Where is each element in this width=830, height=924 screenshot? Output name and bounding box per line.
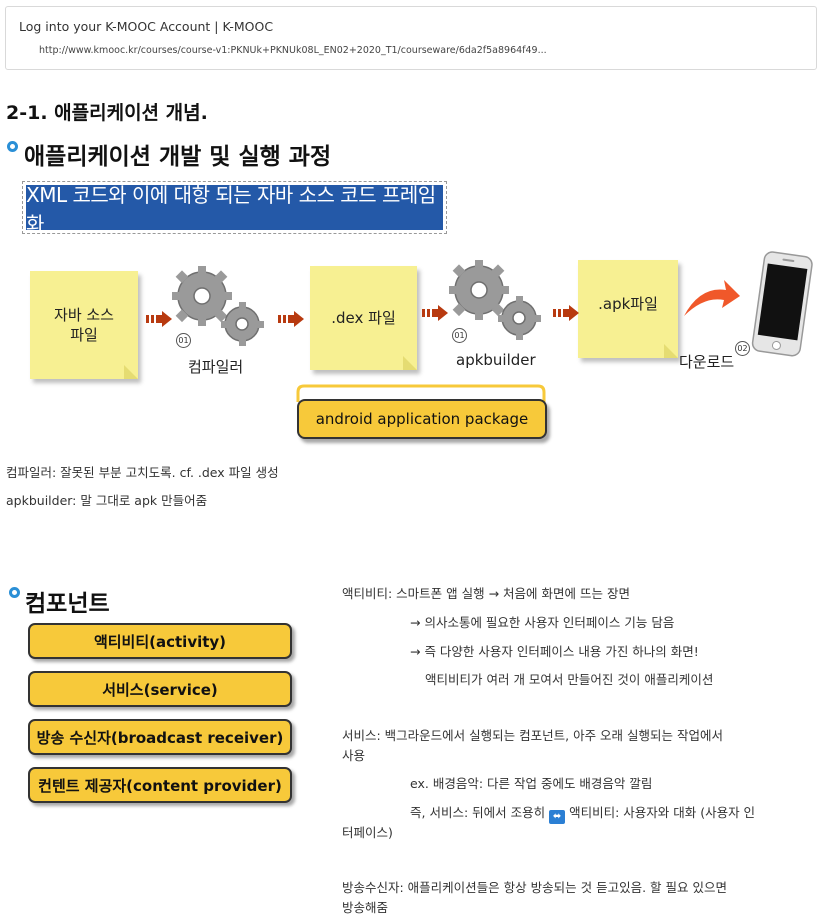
service-line-3b: 액티비티: 사용자와 대화 (사용자 인 <box>569 805 756 820</box>
step-number-badge: 01 <box>452 328 467 343</box>
note-dex-file-text: .dex 파일 <box>331 308 396 327</box>
flow-arrow-icon <box>422 305 448 321</box>
bookmark-card[interactable]: Log into your K-MOOC Account | K-MOOC ht… <box>5 6 817 70</box>
service-line-3a: 즉, 서비스: 뒤에서 조용히 <box>410 805 546 820</box>
service-line-2: ex. 배경음악: 다른 작업 중에도 배경음악 깔림 <box>410 776 653 791</box>
component-service: 서비스(service) <box>28 671 292 707</box>
xml-banner-text: XML 코드와 이에 대항 되는 자바 소스 코드 프레임화 <box>26 183 443 236</box>
slide-heading-text: 애플리케이션 개발 및 실행 과정 <box>24 144 332 170</box>
compiler-gears-icon <box>172 266 264 346</box>
download-arrow-icon <box>684 280 740 316</box>
xml-banner: XML 코드와 이에 대항 되는 자바 소스 코드 프레임화 <box>22 181 447 236</box>
bullet-icon <box>7 141 18 152</box>
note-apk-file-text: .apk파일 <box>598 295 658 313</box>
android-package-pill: android application package <box>297 399 547 439</box>
service-line-1b: 사용 <box>342 748 366 763</box>
component-content-provider: 컨텐트 제공자(content provider) <box>28 767 292 803</box>
broadcast-line-1: 방송수신자: 애플리케이션들은 항상 방송되는 것 듣고있음. 할 필요 있으면 <box>342 880 727 895</box>
bookmark-url[interactable]: http://www.kmooc.kr/courses/course-v1:PK… <box>39 45 547 56</box>
apkbuilder-note: apkbuilder: 말 그대로 apk 만들어줌 <box>6 493 208 508</box>
component-heading: 컴포넌트 <box>9 584 110 618</box>
left-right-arrow-icon: ⬌ <box>549 810 566 824</box>
service-line-3c: 터페이스) <box>342 825 393 840</box>
note-dex-file: .dex 파일 <box>310 266 417 370</box>
activity-line-3: → 즉 다양한 사용자 인터페이스 내용 가진 하나의 화면! <box>410 644 699 659</box>
page-title: 2-1. 애플리케이션 개념. <box>6 102 208 124</box>
flow-arrow-icon <box>146 311 172 327</box>
activity-line-1: 액티비티: 스마트폰 앱 실행 → 처음에 화면에 뜨는 장면 <box>342 586 630 601</box>
component-heading-text: 컴포넌트 <box>25 591 110 617</box>
activity-line-4: 액티비티가 여러 개 모여서 만들어진 것이 애플리케이션 <box>425 672 714 687</box>
service-line-3: 즉, 서비스: 뒤에서 조용히 ⬌ 액티비티: 사용자와 대화 (사용자 인 <box>410 804 755 824</box>
note-apk-file: .apk파일 <box>578 260 678 358</box>
broadcast-line-1b: 방송해줌 <box>342 900 389 915</box>
component-activity: 액티비티(activity) <box>28 623 292 659</box>
package-bracket <box>296 384 546 402</box>
smartphone-icon <box>751 251 813 357</box>
flow-arrow-icon <box>278 311 304 327</box>
apkbuilder-gears-icon <box>449 260 541 340</box>
compiler-note: 컴파일러: 잘못된 부분 고치도록. cf. .dex 파일 생성 <box>6 465 279 480</box>
slide-heading-app-process: 애플리케이션 개발 및 실행 과정 <box>7 137 331 171</box>
compiler-label: 컴파일러 <box>188 358 244 376</box>
apkbuilder-label: apkbuilder <box>456 351 536 369</box>
flow-arrow-icon <box>553 305 579 321</box>
step-number-badge: 01 <box>176 333 191 348</box>
component-broadcast-receiver: 방송 수신자(broadcast receiver) <box>28 719 292 755</box>
service-line-1: 서비스: 백그라운드에서 실행되는 컴포넌트, 아주 오래 실행되는 작업에서 <box>342 728 723 743</box>
activity-line-2: → 의사소통에 필요한 사용자 인터페이스 기능 담음 <box>410 615 675 630</box>
download-label: 다운로드 <box>679 353 735 371</box>
bullet-icon <box>9 587 20 598</box>
step-number-badge: 02 <box>735 341 750 356</box>
bookmark-title[interactable]: Log into your K-MOOC Account | K-MOOC <box>19 19 274 34</box>
